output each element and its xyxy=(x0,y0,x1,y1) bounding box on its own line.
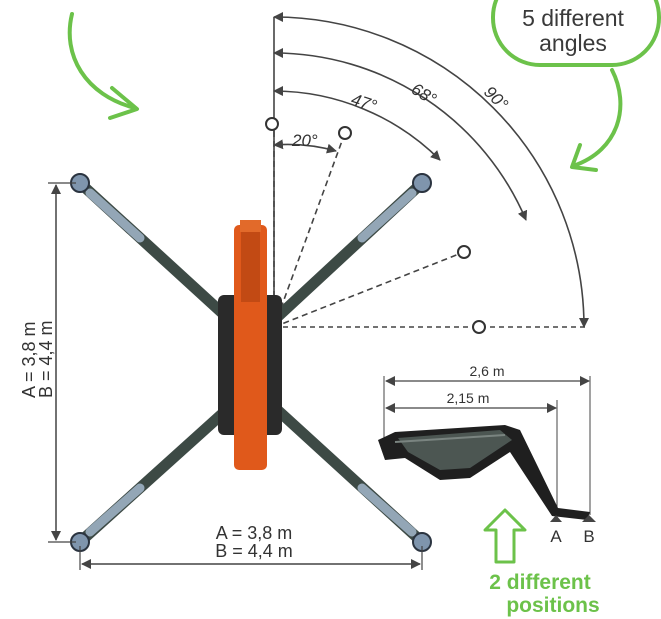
pivot-circle xyxy=(472,320,486,334)
angle-label-47: 47° xyxy=(349,90,380,116)
angle-label-20: 20° xyxy=(291,131,318,150)
dim-horizontal-b: B = 4,4 m xyxy=(215,541,293,561)
pivot-circle xyxy=(265,117,279,131)
angles-callout-line2: angles xyxy=(539,30,607,56)
position-b-marker xyxy=(582,515,596,522)
angles-callout-line1: 5 different xyxy=(522,5,624,31)
position-a-label: A xyxy=(550,527,562,546)
angle-label-90: 90° xyxy=(480,82,512,114)
arc-20 xyxy=(273,139,337,154)
side-view-outrigger xyxy=(378,425,590,520)
outrigger-pad xyxy=(412,173,432,193)
crane-boom-detail xyxy=(241,232,260,302)
position-b-label: B xyxy=(583,527,594,546)
dim-side-inner-label: 2,15 m xyxy=(447,390,490,406)
green-curved-arrow-left xyxy=(67,12,137,110)
positions-caption-line2: positions xyxy=(506,594,599,617)
pivot-circle xyxy=(457,245,471,259)
dim-vertical-b: B = 4,4 m xyxy=(36,320,56,398)
green-up-arrow-icon xyxy=(483,508,527,564)
pivot-circle xyxy=(338,126,352,140)
dim-vertical-a: A = 3,8 m xyxy=(19,321,39,398)
green-curved-arrow-right xyxy=(571,68,623,168)
crane-boom-tip xyxy=(240,220,261,232)
arc-47 xyxy=(273,86,441,161)
positions-caption-line1: 2 different xyxy=(489,571,591,594)
angle-line-20 xyxy=(273,129,347,328)
outrigger-legs xyxy=(74,177,428,548)
dim-side-outer-label: 2,6 m xyxy=(469,363,504,379)
green-arrowhead-left xyxy=(108,86,139,120)
dim-horizontal-a: A = 3,8 m xyxy=(216,523,293,543)
position-a-marker xyxy=(550,515,562,522)
